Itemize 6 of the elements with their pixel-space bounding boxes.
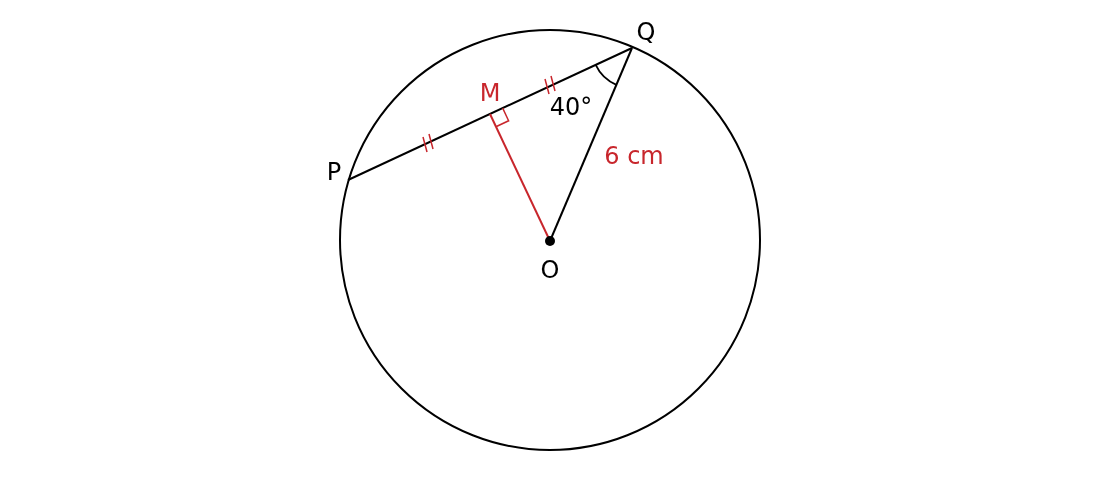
point-label: M <box>479 81 501 105</box>
length-label: 6 cm <box>604 144 664 168</box>
angle-label: 40° <box>549 95 593 119</box>
point-label: P <box>326 160 342 184</box>
point-label: O <box>540 258 560 282</box>
point-label: Q <box>636 20 656 44</box>
